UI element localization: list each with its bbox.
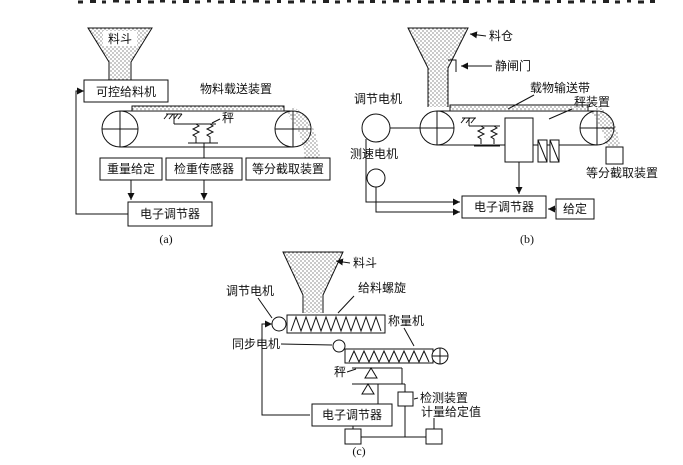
metering-setpoint-label: 计量给定值 [421, 404, 481, 419]
divider-box [245, 157, 331, 181]
divider-box [605, 146, 624, 165]
conveyor-belt [101, 105, 321, 160]
adjust-motor-label: 调节电机 [226, 284, 274, 298]
scale-device-mechanism [460, 117, 560, 163]
spring [489, 125, 499, 144]
bin-label: 料仓 [489, 29, 513, 43]
caption-a: (a) [159, 232, 172, 246]
regulator-box [311, 403, 393, 427]
detector-box [397, 391, 414, 407]
screw-coil [290, 315, 382, 333]
setpoint-label: 给定 [563, 201, 587, 216]
material-on-belt [449, 104, 589, 111]
material-falling [591, 106, 620, 146]
material-falling [287, 107, 321, 160]
wires [75, 87, 208, 215]
diagram-b: 料仓 静闸门 载物输送带 秤装置 调节电机 测速电机 [350, 27, 658, 246]
wire-regulator-to-feeder [75, 87, 128, 215]
wire-regulator-to-motor [261, 320, 310, 416]
detector-leader [413, 397, 419, 400]
adjust-motor [361, 113, 391, 143]
adjust-motor-label: 调节电机 [354, 92, 402, 106]
caption-b: (b) [520, 232, 534, 246]
sync-motor-label: 同步电机 [232, 337, 280, 351]
spring [191, 123, 201, 143]
feed-screw-leader [337, 295, 355, 314]
output-box-1 [344, 428, 362, 445]
feed-screw-label: 给料螺旋 [358, 281, 406, 295]
adjust-motor [271, 316, 287, 332]
wire-tach-to-regulator [375, 187, 460, 216]
spring [476, 125, 486, 144]
weight-setting-label: 重量给定 [107, 161, 155, 176]
scale-leader [211, 118, 221, 124]
wires [365, 139, 556, 216]
scale-mechanism [163, 113, 221, 158]
regulator-label: 电子调节器 [474, 200, 534, 214]
weigh-coil [348, 349, 430, 364]
sync-motor-link [280, 343, 333, 346]
speed-motor-label: 测速电机 [350, 147, 398, 161]
divider-label: 等分截取装置 [252, 162, 324, 176]
bin [407, 27, 469, 107]
fulcrum [361, 383, 375, 395]
weigh-box [504, 117, 534, 163]
spring [205, 123, 215, 143]
output-box-2 [425, 428, 443, 445]
hopper-label: 料斗 [353, 256, 377, 270]
material-on-belt [131, 105, 285, 111]
hopper-leader [335, 258, 351, 266]
wires [261, 320, 435, 438]
diagram-c: 料斗 给料螺旋 调节电机 同步电机 称量机 秤 检测装置 [226, 251, 481, 458]
speed-motor [366, 168, 386, 188]
regulator-box [127, 201, 213, 227]
sync-motor [332, 339, 346, 353]
caption-c: (c) [352, 444, 365, 458]
gate-label: 静闸门 [495, 58, 531, 73]
weight-sensor-label: 检重传感器 [174, 161, 234, 176]
belt-label: 载物输送带 [530, 80, 590, 95]
weigher-label: 称量机 [388, 314, 424, 328]
conveyor-label: 物料载送装置 [200, 81, 272, 96]
hopper-label: 料斗 [108, 32, 132, 46]
scale-label: 秤 [334, 365, 346, 379]
diagram-a: 料斗 可控给料机 物料载送装置 秤 [75, 27, 331, 246]
regulator-box [461, 195, 547, 219]
fulcrum [364, 367, 378, 379]
feeder-label: 可控给料机 [96, 85, 156, 99]
clipped-text-top [78, 0, 655, 4]
scale-label: 秤 [222, 111, 234, 125]
regulator-label: 电子调节器 [140, 207, 200, 221]
lever-system [346, 367, 406, 395]
gate [448, 59, 457, 72]
weigher-leader [403, 327, 415, 347]
adjust-motor-leader [257, 297, 273, 319]
detector-label: 检测装置 [420, 390, 468, 405]
wire-motor-to-regulator [365, 139, 460, 206]
regulator-label: 电子调节器 [322, 408, 382, 422]
bin-leader [469, 31, 487, 39]
divider-label: 等分截取装置 [586, 166, 658, 180]
hopper-label-bg [103, 31, 137, 46]
hopper [282, 251, 344, 313]
